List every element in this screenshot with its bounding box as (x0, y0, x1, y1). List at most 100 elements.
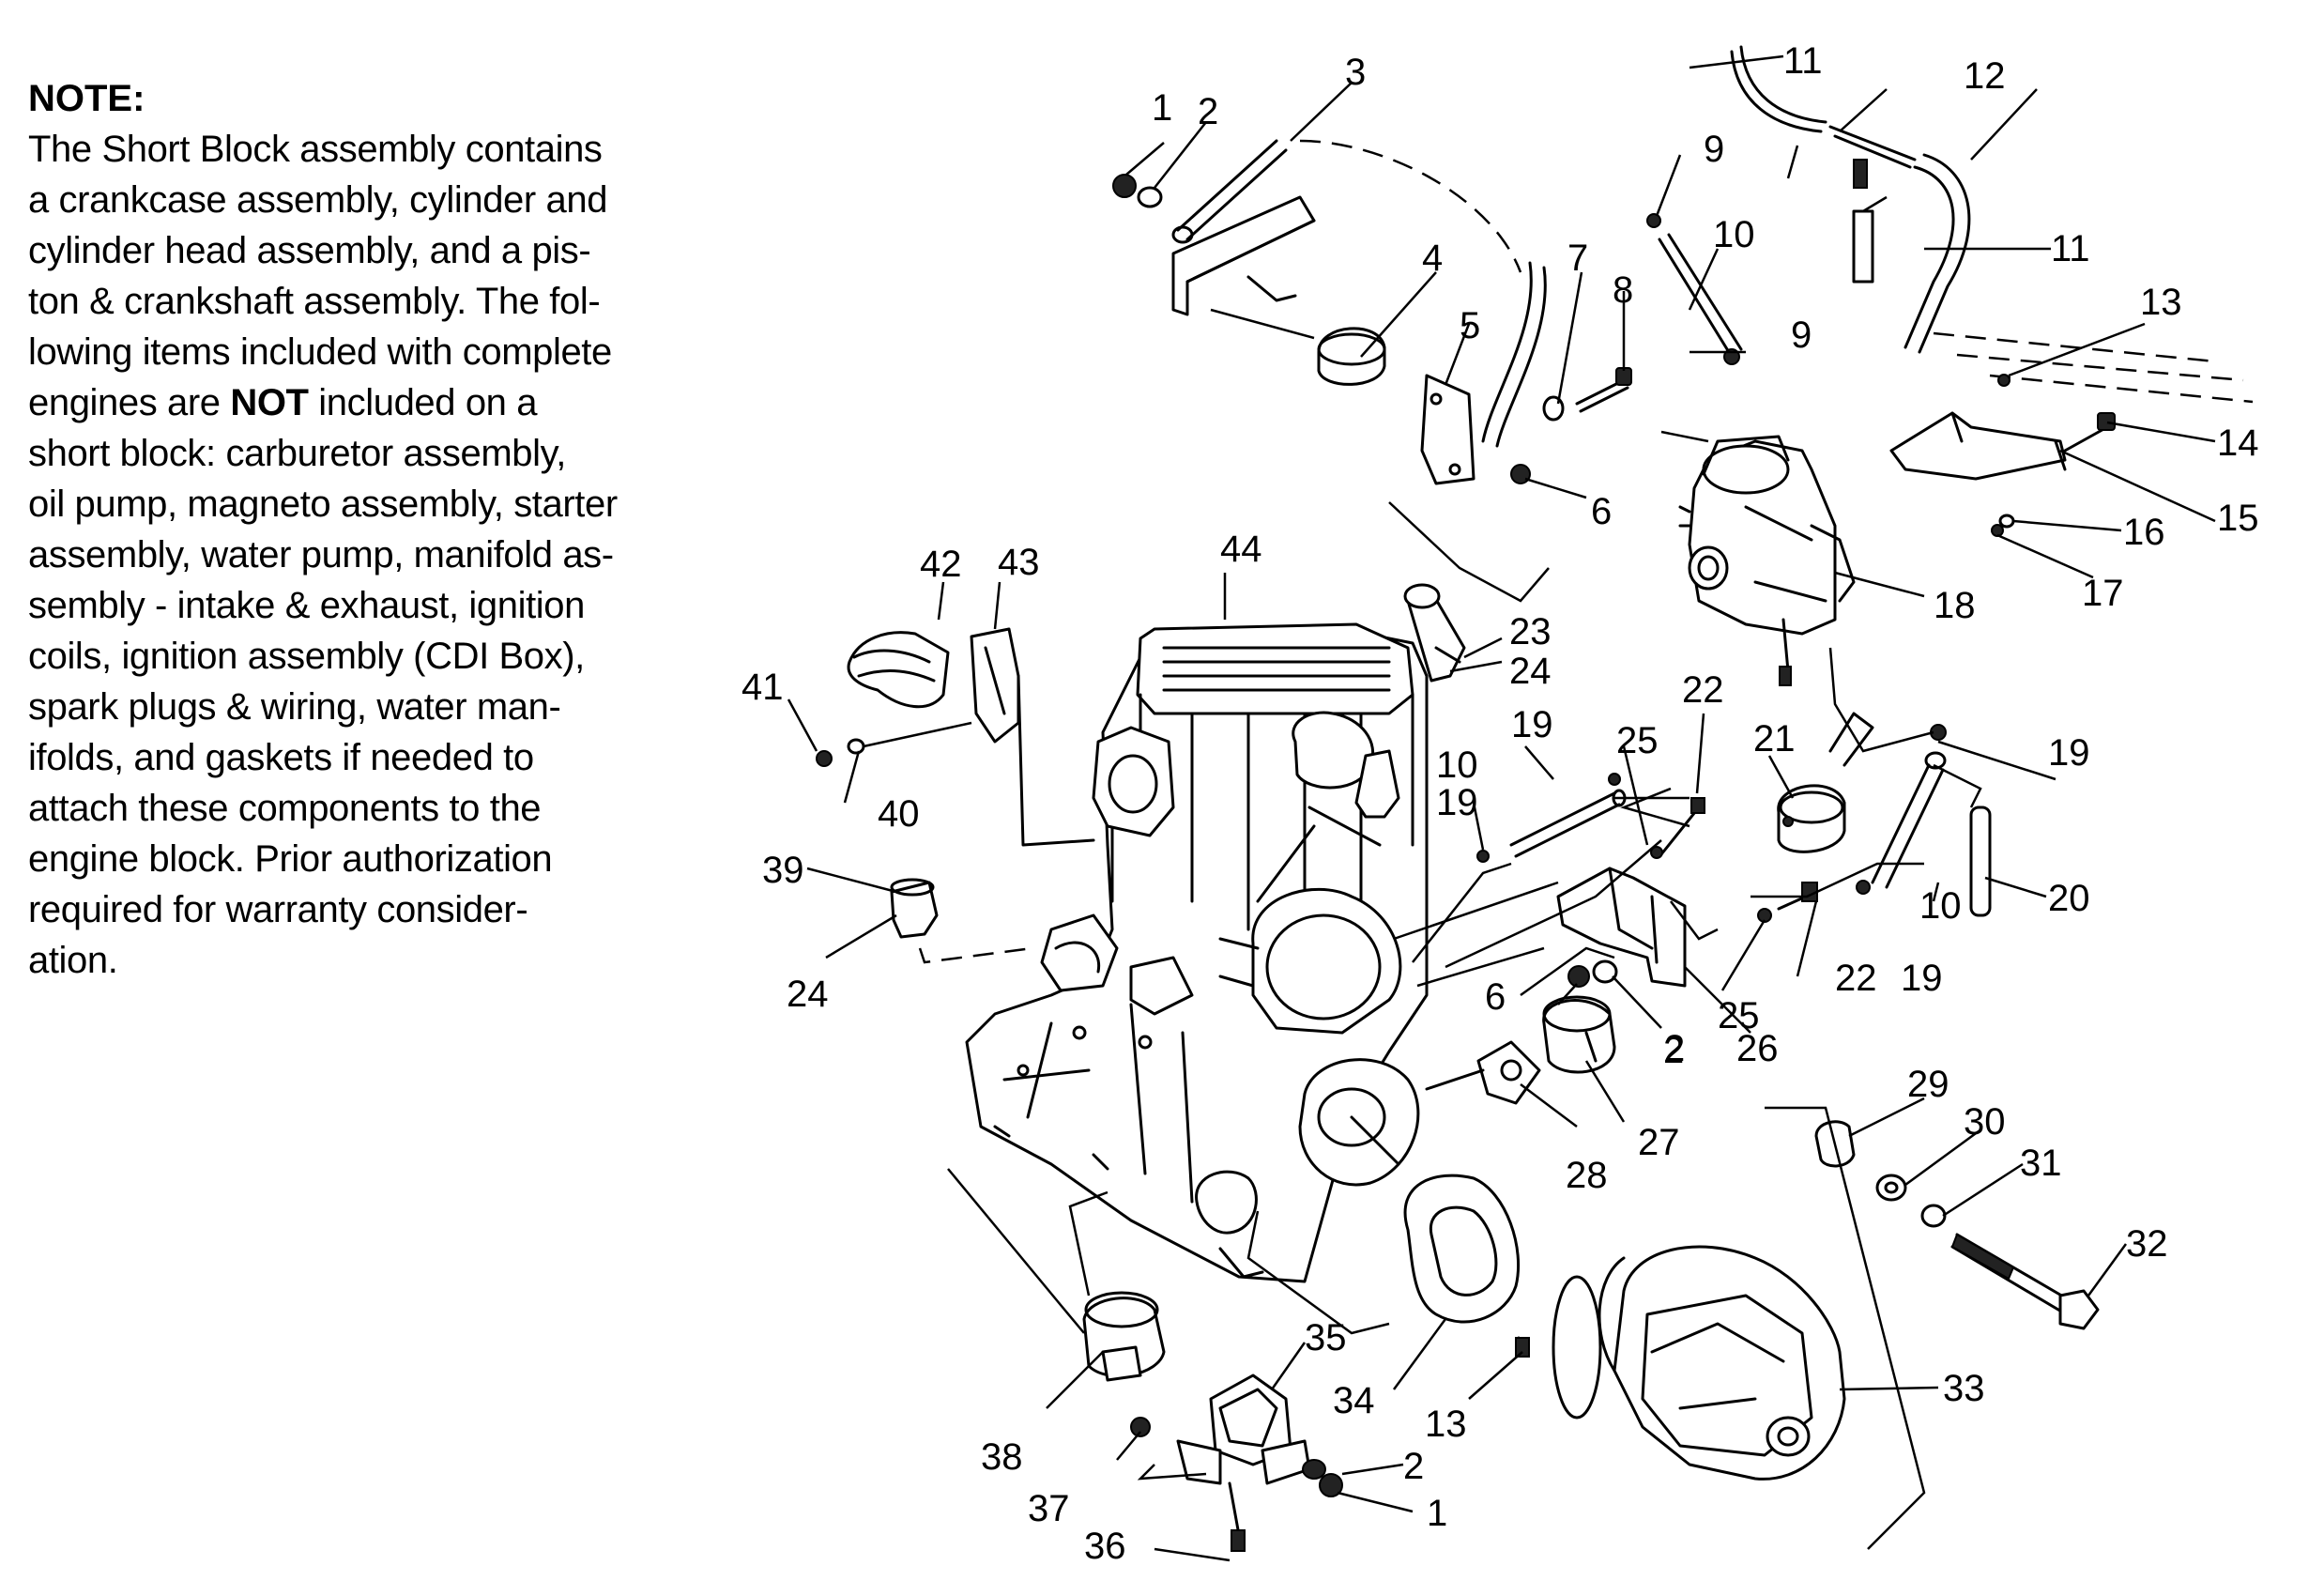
callout-label: 36 (1084, 1526, 1126, 1567)
note-line: ton & crankshaft assembly. The fol- (28, 281, 601, 322)
fuel-line-10 (1646, 213, 1743, 365)
note-line: ation. (28, 940, 118, 981)
callout-label: 6 (1485, 976, 1506, 1018)
callout-label: 2 (1403, 1446, 1424, 1487)
washer-30 (1875, 1174, 1907, 1202)
carburetor-18 (1678, 435, 1856, 686)
callout-label: 43 (998, 542, 1040, 583)
bolt-36 (1228, 1481, 1246, 1552)
note-emphasis-not: NOT (230, 382, 309, 423)
callout-label: 26 (1736, 1028, 1779, 1069)
note-line: attach these components to the (28, 788, 542, 829)
note-text: included on a (308, 382, 538, 423)
mount-bracket-top (1171, 195, 1316, 316)
nut-41 (816, 750, 833, 767)
vent-hose-11 (1730, 45, 1971, 354)
rubber-mount-4 (1317, 327, 1386, 386)
drive-clutch-33 (1552, 1245, 1846, 1481)
fuel-line-10-center (1476, 773, 1627, 863)
callout-label: 35 (1305, 1317, 1347, 1358)
flywheel-38 (1082, 1291, 1166, 1382)
callout-label: 38 (981, 1436, 1023, 1478)
callout-label: 23 (1509, 611, 1552, 652)
callout-label: 10 (1919, 885, 1962, 927)
callout-label: 28 (1566, 1155, 1608, 1196)
callout-label: 32 (2126, 1223, 2168, 1265)
note-line: sembly - intake & exhaust, ignition (28, 585, 585, 626)
washer-40 (847, 738, 865, 755)
callout-label: 13 (2140, 282, 2182, 323)
note-line: cylinder head assembly, and a pis- (28, 230, 591, 271)
bolt-14 (2097, 412, 2116, 431)
note-line: oil pump, magneto assembly, starter (28, 483, 618, 525)
callout-label: 30 (1964, 1101, 2006, 1143)
note-line: The Short Block assembly contains (28, 129, 603, 170)
washer-2-mid (1592, 959, 1618, 984)
callout-label: 22 (1835, 958, 1877, 999)
washer-2-bottom (1302, 1459, 1326, 1480)
callout-label: 24 (787, 974, 829, 1015)
callout-label: 37 (1028, 1488, 1070, 1529)
callout-label: 6 (1591, 491, 1612, 532)
callout-label: 14 (2217, 422, 2259, 464)
engine-mount-35 (1176, 1373, 1311, 1485)
nut-37 (1130, 1417, 1151, 1437)
callout-label: 1 (1152, 87, 1172, 129)
nut-6 (1510, 464, 1531, 484)
callout-label: 44 (1220, 529, 1262, 570)
callout-label: 33 (1943, 1368, 1985, 1409)
nut-1 (1112, 174, 1137, 198)
callout-label: 27 (1638, 1122, 1680, 1163)
note-line: ifolds, and gaskets if needed to (28, 737, 534, 778)
callout-label: 15 (2217, 498, 2259, 539)
callout-label: 25 (1718, 995, 1760, 1036)
washer-7 (1542, 395, 1565, 422)
callout-label: 19 (1436, 782, 1478, 823)
callout-label: 17 (2082, 573, 2124, 614)
callout-label: 5 (1460, 305, 1480, 346)
callout-label: 11 (2051, 228, 2090, 269)
callout-label: 2 (1198, 91, 1218, 132)
callout-label: 19 (2048, 732, 2090, 774)
note-line: lowing items included with complete (28, 331, 612, 373)
nut-13-top (1997, 374, 2011, 387)
callout-label: 9 (1704, 129, 1724, 170)
callout-label: 19 (1901, 958, 1943, 999)
note-line: coils, ignition assembly (CDI Box), (28, 636, 585, 677)
callout-label: 2 (1663, 1030, 1684, 1071)
callout-label: 42 (920, 544, 962, 585)
note-line: short block: carburetor assembly, (28, 433, 566, 474)
note-line: required for warranty consider- (28, 889, 528, 930)
callout-label: 10 (1713, 214, 1755, 255)
callout-label: 13 (1425, 1404, 1467, 1445)
callout-label: 20 (2048, 878, 2090, 919)
callout-label: 34 (1333, 1380, 1375, 1421)
callout-label: 41 (742, 667, 784, 708)
callout-label: 12 (1964, 55, 2006, 97)
callout-label: 19 (1511, 704, 1553, 745)
connector-12 (1828, 125, 1917, 284)
note-line: engine block. Prior authorization (28, 838, 553, 880)
callout-label: 39 (762, 850, 804, 891)
callout-labels: 1 2 3 11 12 9 10 11 4 7 8 9 13 14 15 16 … (742, 40, 2259, 1567)
callout-label: 11 (1783, 40, 1823, 82)
washer-2 (1137, 186, 1163, 208)
hose-3 (1171, 139, 1288, 244)
callout-label: 7 (1567, 238, 1588, 279)
callout-label: 4 (1422, 238, 1443, 279)
callout-label: 25 (1616, 720, 1659, 761)
callout-label: 22 (1682, 669, 1724, 711)
washer-16 (1998, 514, 2015, 529)
tube-20 (1969, 806, 1992, 917)
nut-17 (1991, 524, 2004, 537)
callout-label: 24 (1509, 651, 1552, 692)
engine-block (965, 622, 1429, 1283)
leader-lines (787, 54, 2216, 1562)
intake-manifold (847, 627, 1095, 847)
washer-25-lower (1757, 908, 1772, 923)
note-text: engines are (28, 382, 231, 423)
callout-label: 1 (1427, 1493, 1447, 1534)
callout-label: 40 (878, 793, 920, 835)
bolt-32 (1950, 1233, 2100, 1330)
